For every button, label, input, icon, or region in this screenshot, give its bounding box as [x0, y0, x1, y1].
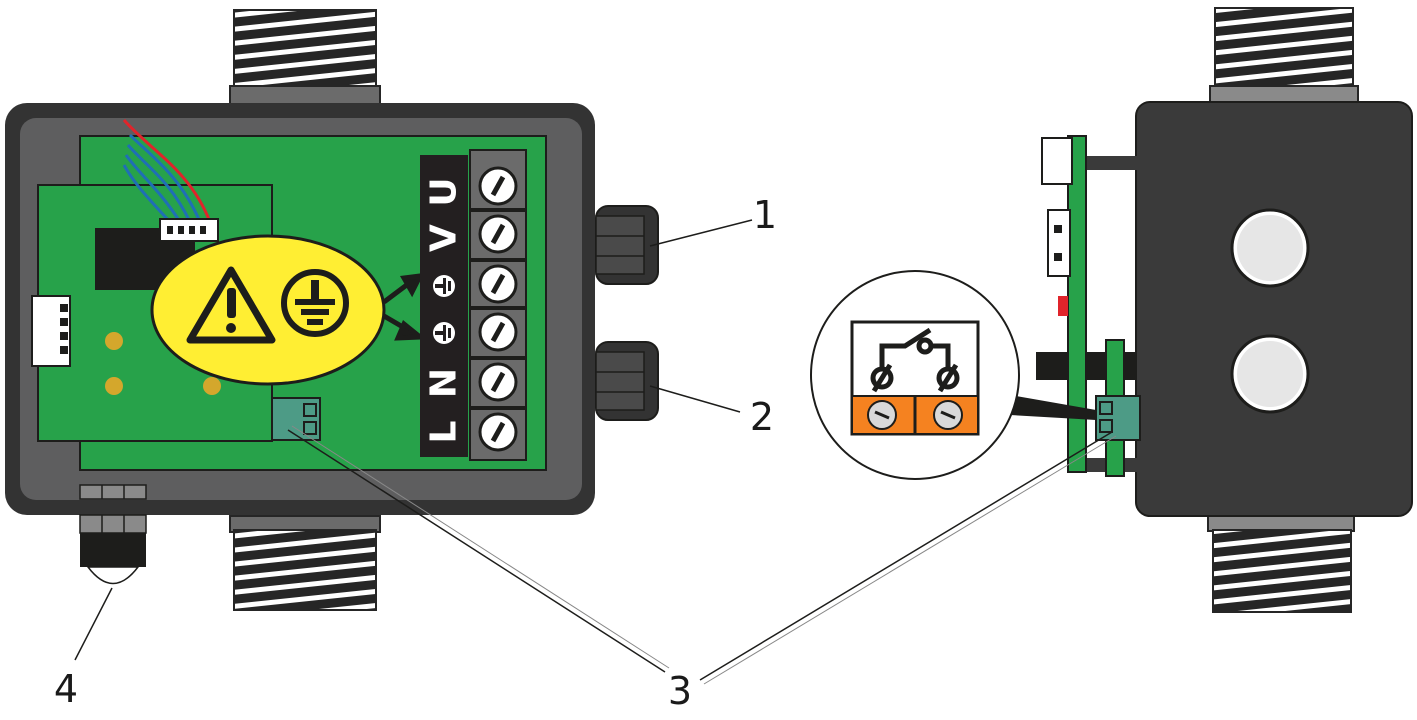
leader-lines [74, 219, 1117, 685]
left-device-top-view: U V N L [5, 9, 659, 611]
cable-gland-4 [79, 484, 147, 585]
terminal-screw-icon [478, 264, 518, 304]
callout-4: 4 [54, 667, 78, 711]
ribbon-wires [122, 119, 212, 224]
terminal-screw-icon [478, 362, 518, 402]
right-device-side-view [810, 7, 1413, 613]
zoom-pointer [1010, 395, 1096, 420]
ground-symbol-icon [281, 269, 349, 337]
gland-port-top [1230, 208, 1310, 288]
svg-text:L: L [424, 421, 465, 444]
leader-line-2 [649, 385, 741, 413]
bottom-pipe-thread-right [1207, 514, 1355, 613]
cable-gland-1 [595, 205, 659, 285]
relay-screw-icon [933, 400, 963, 430]
housing-side [1135, 101, 1413, 517]
callout-2: 2 [750, 395, 774, 439]
relay-zoom-callout [810, 270, 1020, 480]
cable-gland-2 [595, 341, 659, 421]
terminal-screw-icon [478, 214, 518, 254]
top-pipe-thread [229, 9, 381, 105]
relay-screw-icon [867, 400, 897, 430]
terminal-letter-V: V [424, 224, 465, 252]
leader-line-4 [74, 587, 113, 661]
terminal-screw-icon [478, 166, 518, 206]
leader-line-3b [699, 431, 1113, 681]
relay-terminal-block [271, 397, 321, 441]
bottom-pipe-thread [229, 515, 381, 611]
relay-terminal-block-side [1095, 395, 1141, 441]
ribbon-connector [159, 218, 219, 242]
terminal-screw-block [469, 149, 527, 461]
terminal-letter-L: L [424, 421, 465, 444]
warning-triangle-icon [186, 266, 276, 344]
ground-arrows [382, 272, 427, 341]
leader-line-3b-shadow [703, 435, 1117, 685]
terminal-letter-N: N [424, 368, 465, 398]
svg-text:V: V [424, 224, 465, 252]
solder-pad [203, 377, 221, 395]
callout-3: 3 [668, 669, 692, 713]
svg-text:U: U [424, 177, 465, 206]
leader-line-1 [649, 219, 753, 247]
ground-terminal-icon [433, 322, 455, 344]
terminal-screw-icon [478, 412, 518, 452]
side-connector [31, 295, 71, 367]
gland-port-bottom [1230, 334, 1310, 414]
solder-pad [105, 332, 123, 350]
svg-text:N: N [424, 368, 465, 398]
terminal-letter-U: U [424, 177, 465, 206]
solder-pad [105, 377, 123, 395]
callout-1: 1 [753, 193, 777, 237]
top-pipe-thread-right [1209, 7, 1359, 105]
ground-terminal-icon [433, 275, 455, 297]
leader-line-3a [287, 429, 666, 673]
terminal-label-strip [420, 155, 468, 457]
switch-contact-icon [870, 327, 960, 393]
terminal-screw-icon [478, 312, 518, 352]
leader-line-3a-shadow [291, 425, 670, 669]
warning-label [150, 234, 386, 386]
